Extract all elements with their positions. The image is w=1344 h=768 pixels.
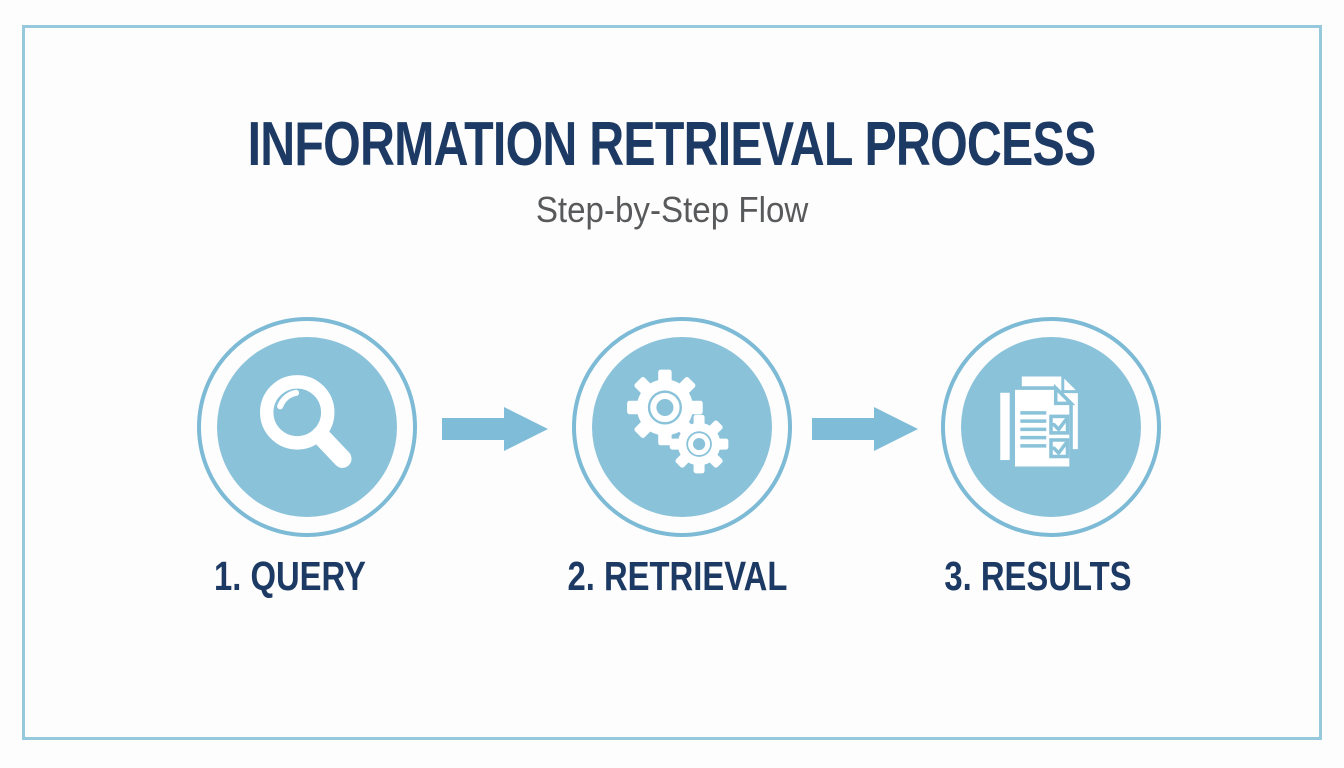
step-label-retrieval-text: 2. RETRIEVAL	[567, 553, 787, 599]
page-title: INFORMATION RETRIEVAL PROCESS	[0, 112, 1344, 177]
step-circle-retrieval-fill	[592, 337, 772, 517]
flow-arrow-2	[812, 407, 918, 451]
right-arrow-icon	[812, 407, 918, 451]
step-circle-query	[197, 317, 417, 537]
right-arrow-icon	[442, 407, 548, 451]
step-circle-retrieval	[572, 317, 792, 537]
documents-icon	[1000, 371, 1083, 471]
border-frame	[22, 25, 1322, 740]
step-circle-results	[941, 317, 1161, 537]
gears-icon	[627, 369, 729, 474]
step-circle-results-fill	[961, 337, 1141, 517]
page-subtitle: Step-by-Step Flow	[0, 190, 1344, 230]
step-label-results: 3. RESULTS	[878, 553, 1198, 600]
magnifier-icon	[260, 375, 352, 468]
flow-arrow-1	[442, 407, 548, 451]
page-subtitle-text: Step-by-Step Flow	[535, 189, 809, 230]
step-label-results-text: 3. RESULTS	[944, 553, 1132, 599]
step-label-retrieval: 2. RETRIEVAL	[517, 553, 837, 600]
step-label-query: 1. QUERY	[130, 553, 450, 600]
step-circle-query-fill	[217, 337, 397, 517]
step-label-query-text: 1. QUERY	[214, 553, 366, 599]
page-title-text: INFORMATION RETRIEVAL PROCESS	[248, 110, 1097, 179]
